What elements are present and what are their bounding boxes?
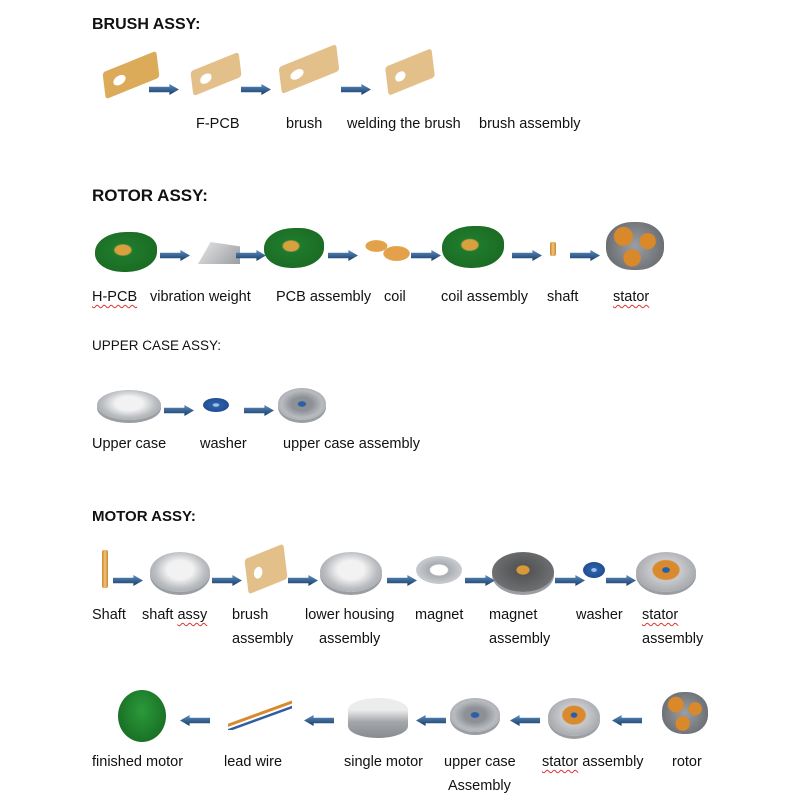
arrow-right-icon bbox=[212, 575, 242, 586]
brush-assembly-icon bbox=[385, 48, 435, 96]
brush-on-pcb-icon bbox=[278, 44, 340, 94]
arrow-right-icon bbox=[341, 84, 371, 95]
step-label: vibration weight bbox=[150, 289, 251, 305]
stator-assembly-icon bbox=[636, 552, 696, 592]
section-title: UPPER CASE ASSY: bbox=[92, 338, 222, 353]
magnet-assembly-icon bbox=[492, 552, 554, 592]
step-label: welding the brush bbox=[347, 116, 461, 132]
step-label: assembly bbox=[642, 631, 704, 647]
washer-icon bbox=[583, 562, 605, 578]
step-label: Upper case bbox=[92, 436, 167, 452]
shaft-assy-icon bbox=[150, 552, 210, 592]
upper-case-assembly-icon bbox=[450, 698, 500, 732]
section-title: BRUSH ASSY: bbox=[92, 16, 201, 33]
arrow-left-icon bbox=[510, 715, 540, 726]
arrow-left-icon bbox=[416, 715, 446, 726]
arrow-right-icon bbox=[160, 250, 190, 261]
stator-icon bbox=[606, 222, 664, 270]
section-title: MOTOR ASSY: bbox=[92, 508, 196, 525]
arrow-right-icon bbox=[555, 575, 585, 586]
arrow-right-icon bbox=[387, 575, 417, 586]
step-label: magnet bbox=[415, 607, 464, 623]
arrow-right-icon bbox=[512, 250, 542, 261]
f-pcb-icon bbox=[190, 51, 242, 97]
washer-icon bbox=[203, 398, 229, 412]
arrow-right-icon bbox=[244, 405, 274, 416]
step-label: rotor bbox=[672, 754, 702, 770]
upper-case-icon bbox=[97, 390, 161, 420]
step-label: lower housing bbox=[305, 607, 395, 623]
pcb-assembly-icon bbox=[264, 228, 324, 268]
arrow-left-icon bbox=[180, 715, 210, 726]
arrow-right-icon bbox=[606, 575, 636, 586]
step-label: shaft assy bbox=[142, 607, 208, 623]
h-pcb-icon bbox=[95, 232, 157, 272]
step-label: brush assembly bbox=[479, 116, 581, 132]
step-label: magnet bbox=[489, 607, 538, 623]
brush-assembly-icon bbox=[244, 543, 288, 595]
arrow-right-icon bbox=[241, 84, 271, 95]
arrow-right-icon bbox=[465, 575, 495, 586]
step-label: lead wire bbox=[224, 754, 283, 770]
step-label: PCB assembly bbox=[276, 289, 372, 305]
arrow-left-icon bbox=[304, 715, 334, 726]
lower-housing-assembly-icon bbox=[320, 552, 382, 592]
shaft-icon bbox=[102, 550, 108, 588]
arrow-right-icon bbox=[149, 84, 179, 95]
upper-case-assembly-icon bbox=[278, 388, 326, 420]
step-label: assembly bbox=[232, 631, 294, 647]
coil-assembly-icon bbox=[442, 226, 504, 268]
step-label: coil assembly bbox=[441, 289, 529, 305]
step-label: brush bbox=[286, 116, 323, 132]
step-label: stator assembly bbox=[542, 754, 644, 770]
arrow-right-icon bbox=[113, 575, 143, 586]
arrow-right-icon bbox=[411, 250, 441, 261]
step-label: assembly bbox=[319, 631, 381, 647]
step-label: single motor bbox=[344, 754, 423, 770]
step-label: washer bbox=[200, 436, 247, 452]
single-motor-icon bbox=[348, 698, 408, 738]
step-label: Shaft bbox=[92, 607, 126, 623]
step-label: stator bbox=[642, 607, 679, 623]
stator-assembly-icon bbox=[548, 698, 600, 736]
step-label: Assembly bbox=[448, 778, 511, 794]
finished-motor-icon bbox=[118, 690, 166, 742]
lead-wire-icon bbox=[228, 700, 292, 730]
arrow-right-icon bbox=[288, 575, 318, 586]
step-label: upper case assembly bbox=[283, 436, 421, 452]
step-label: brush bbox=[232, 607, 269, 623]
step-label: coil bbox=[384, 289, 406, 305]
rotor-icon bbox=[662, 692, 708, 734]
coil-icon bbox=[362, 234, 410, 264]
step-label: upper case bbox=[444, 754, 516, 770]
magnet-icon bbox=[416, 556, 462, 584]
step-label: finished motor bbox=[92, 754, 184, 770]
vibration-weight-icon bbox=[198, 242, 240, 264]
step-label: washer bbox=[576, 607, 623, 623]
section-title: ROTOR ASSY: bbox=[92, 186, 208, 205]
arrow-right-icon bbox=[570, 250, 600, 261]
arrow-right-icon bbox=[164, 405, 194, 416]
arrow-left-icon bbox=[612, 715, 642, 726]
step-label: stator bbox=[613, 289, 650, 305]
step-label: shaft bbox=[547, 289, 579, 305]
step-label: assembly bbox=[489, 631, 551, 647]
step-label: H-PCB bbox=[92, 289, 138, 305]
arrow-right-icon bbox=[328, 250, 358, 261]
arrow-right-icon bbox=[236, 250, 266, 261]
shaft-icon bbox=[550, 242, 556, 256]
step-label: F-PCB bbox=[196, 116, 240, 132]
